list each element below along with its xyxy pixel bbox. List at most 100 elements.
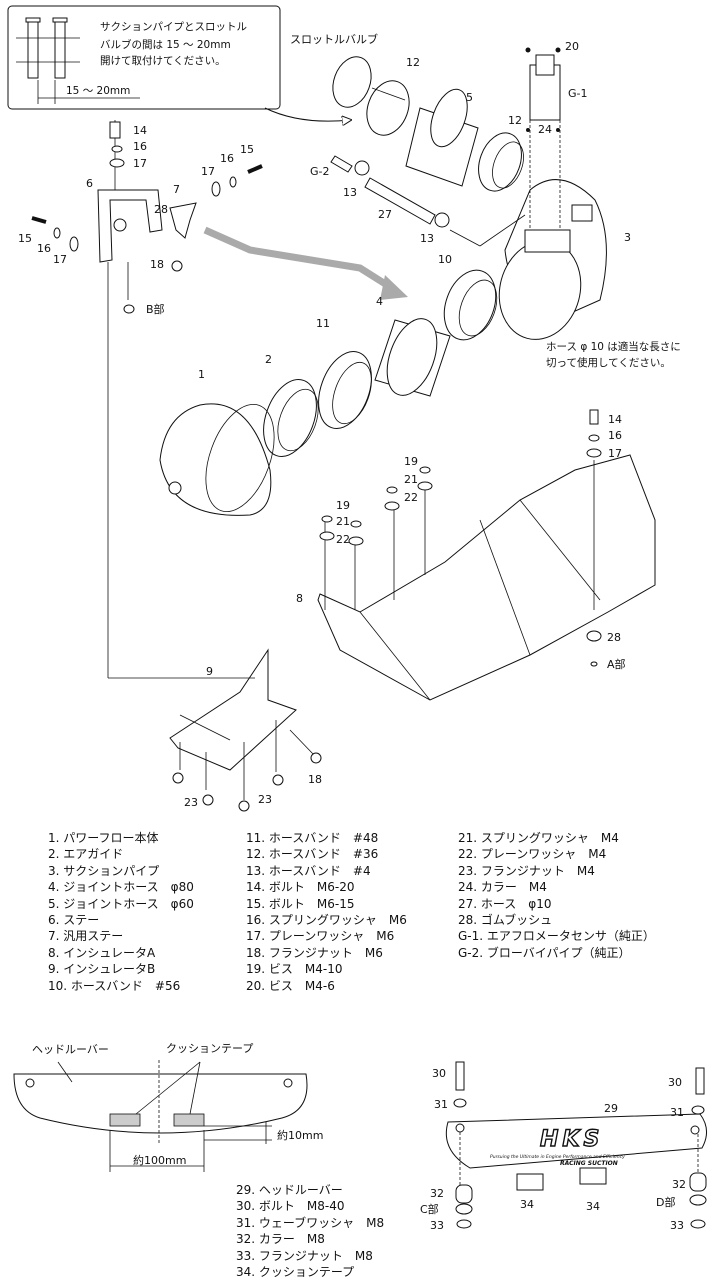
hks-tagline: Pursuing the Ultimate in Engine Performa… — [490, 1154, 625, 1160]
svg-text:19: 19 — [336, 499, 350, 512]
legend-item: 2. エアガイド — [48, 847, 124, 862]
band-12-top — [332, 56, 410, 136]
legend-item: 5. ジョイントホース φ60 — [48, 896, 194, 911]
legend-louver: 29. ヘッドルーバー 30. ボルト M8-40 31. ウェーブワッシャ M… — [236, 1182, 384, 1280]
svg-text:G-2: G-2 — [310, 165, 330, 178]
legend-item: 31. ウェーブワッシャ M8 — [236, 1215, 385, 1230]
legend-item: 13. ホースバンド #4 — [246, 863, 371, 878]
svg-text:31: 31 — [434, 1098, 448, 1111]
legend-col-1: 1. パワーフロー本体 2. エアガイド 3. サクションパイプ 4. ジョイン… — [48, 830, 194, 994]
svg-text:18: 18 — [308, 773, 322, 786]
svg-text:17: 17 — [201, 165, 215, 178]
svg-text:7: 7 — [173, 183, 180, 196]
fasteners-left — [31, 121, 263, 678]
svg-text:16: 16 — [608, 429, 622, 442]
joint-hose-4 — [374, 318, 451, 397]
legend-item: 9. インシュレータB — [48, 962, 156, 977]
callout-text-2: バルブの間は 15 ～ 20mm — [100, 38, 231, 51]
air-guide-2 — [263, 379, 319, 457]
svg-text:33: 33 — [670, 1219, 684, 1232]
louver-tape-label: クッションテープ — [166, 1042, 253, 1055]
legend-item: 4. ジョイントホース φ80 — [48, 880, 194, 895]
callout-dim: 15 ～ 20mm — [66, 85, 130, 97]
callout-arrow — [264, 107, 350, 121]
svg-text:3: 3 — [624, 231, 631, 244]
hks-product: RACING SUCTION — [560, 1160, 618, 1167]
svg-text:D部: D部 — [656, 1195, 675, 1209]
legend-item: 28. ゴムブッシュ — [458, 912, 553, 927]
band-12-right — [478, 132, 524, 192]
legend-item: 33. フランジナット M8 — [236, 1248, 373, 1263]
svg-text:16: 16 — [220, 152, 234, 165]
legend-col-2: 11. ホースバンド #48 12. ホースバンド #36 13. ホースバンド… — [246, 830, 407, 994]
svg-text:9: 9 — [206, 665, 213, 678]
svg-text:5: 5 — [466, 91, 473, 104]
svg-text:30: 30 — [432, 1067, 446, 1080]
svg-text:21: 21 — [404, 473, 418, 486]
svg-text:27: 27 — [378, 208, 392, 221]
svg-text:29: 29 — [604, 1102, 618, 1115]
louver-title: ヘッドルーバー — [32, 1043, 109, 1056]
svg-text:18: 18 — [150, 258, 164, 271]
suction-pipe-3 — [498, 179, 607, 340]
band-10 — [443, 269, 498, 341]
flow-arrow-head — [380, 275, 408, 300]
svg-text:4: 4 — [376, 295, 383, 308]
svg-text:2: 2 — [265, 353, 272, 366]
louver-diagram: ヘッドルーバー クッションテープ 約10mm 約100mm — [13, 1042, 323, 1172]
svg-text:B部: B部 — [146, 302, 165, 316]
svg-text:17: 17 — [53, 253, 67, 266]
svg-text:ホース φ 10 は適当な長さに: ホース φ 10 は適当な長さに — [546, 340, 681, 353]
svg-text:15: 15 — [240, 143, 254, 156]
stay-6 — [97, 120, 163, 263]
legend-item: 11. ホースバンド #48 — [246, 831, 379, 845]
svg-text:13: 13 — [343, 186, 357, 199]
louver-dim-h: 約10mm — [277, 1128, 323, 1142]
louver-dim-w: 約100mm — [133, 1153, 186, 1167]
svg-text:24: 24 — [538, 123, 552, 136]
hks-logo: HKS — [540, 1127, 603, 1152]
svg-text:21: 21 — [336, 515, 350, 528]
svg-text:20: 20 — [565, 40, 579, 53]
airflow-sensor-g1 — [525, 47, 561, 230]
insulator-a-8 — [317, 454, 656, 701]
legend-item: 19. ビス M4-10 — [246, 962, 343, 977]
callout-text-3: 開けて取付けてください。 — [100, 54, 226, 67]
legend-item: 34. クッションテープ — [236, 1264, 355, 1279]
legend-item: 23. フランジナット M4 — [458, 863, 595, 878]
legend-item: 10. ホースバンド #56 — [48, 978, 181, 993]
svg-text:C部: C部 — [420, 1202, 439, 1216]
legend-item: 12. ホースバンド #36 — [246, 847, 379, 862]
svg-text:8: 8 — [296, 592, 303, 605]
legend-item: 8. インシュレータA — [48, 945, 156, 960]
legend-item: 7. 汎用ステー — [48, 929, 124, 944]
svg-text:12: 12 — [508, 114, 522, 127]
svg-text:28: 28 — [154, 203, 168, 216]
svg-text:34: 34 — [520, 1198, 534, 1211]
fasteners-right — [172, 409, 602, 812]
svg-text:31: 31 — [670, 1106, 684, 1119]
svg-text:14: 14 — [608, 413, 622, 426]
hose-27 — [330, 155, 526, 247]
legend-item: 21. スプリングワッシャ M4 — [458, 831, 619, 845]
legend-item: G-1. エアフロメータセンサ（純正） — [458, 929, 655, 944]
svg-text:23: 23 — [184, 796, 198, 809]
svg-text:17: 17 — [608, 447, 622, 460]
svg-text:32: 32 — [430, 1187, 444, 1200]
legend-item: 20. ビス M4-6 — [246, 978, 335, 993]
svg-text:17: 17 — [133, 157, 147, 170]
legend-item: 16. スプリングワッシャ M6 — [246, 912, 407, 927]
svg-text:32: 32 — [672, 1178, 686, 1191]
svg-text:16: 16 — [37, 242, 51, 255]
svg-text:33: 33 — [430, 1219, 444, 1232]
svg-text:切って使用してください。: 切って使用してください。 — [546, 356, 671, 369]
legend-item: 6. ステー — [48, 912, 100, 927]
svg-text:1: 1 — [198, 368, 205, 381]
legend-item: 1. パワーフロー本体 — [48, 831, 159, 845]
insulator-b-9 — [169, 648, 297, 771]
svg-text:6: 6 — [86, 177, 93, 190]
svg-text:28: 28 — [607, 631, 621, 644]
legend-item: 29. ヘッドルーバー — [236, 1183, 343, 1197]
flow-arrow — [203, 226, 397, 293]
svg-text:G-1: G-1 — [568, 87, 588, 100]
